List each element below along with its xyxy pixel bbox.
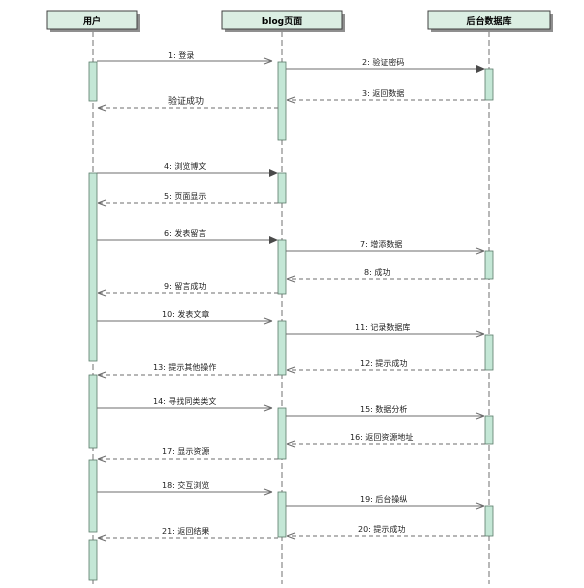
message-20-label: 20: 提示成功 xyxy=(358,524,405,534)
activation-blog xyxy=(277,491,287,538)
activation-db xyxy=(484,415,494,445)
message-9-label: 9: 留言成功 xyxy=(164,281,206,291)
message-16: 16: 返回资源地址 xyxy=(286,432,485,448)
message-1-label: 1: 登录 xyxy=(168,50,194,60)
message-13-label: 13: 提示其他操作 xyxy=(153,362,216,372)
message-4: 4: 浏览博文 xyxy=(97,161,278,177)
actor-blog-label: blog页面 xyxy=(262,16,302,27)
message-6: 6: 发表留言 xyxy=(97,228,278,244)
message-15: 15: 数据分析 xyxy=(286,404,485,420)
activation-blog xyxy=(277,320,287,376)
message-21: 21: 返回结果 xyxy=(97,526,278,542)
message-20: 20: 提示成功 xyxy=(286,524,485,540)
message-12: 12: 提示成功 xyxy=(286,358,485,374)
activation-db xyxy=(484,505,494,537)
message-14-label: 14: 寻找同类类文 xyxy=(153,396,216,406)
message-5: 5: 页面显示 xyxy=(97,192,278,207)
message-18-label: 18: 交互浏览 xyxy=(162,480,209,490)
message-8: 8: 成功 xyxy=(286,267,485,283)
activation-db xyxy=(484,250,494,280)
message-17-label: 17: 显示资源 xyxy=(162,446,209,456)
actor-user: 用户 xyxy=(46,10,140,32)
message-verify-success-label: 验证成功 xyxy=(168,95,204,107)
message-10: 10: 发表文章 xyxy=(97,309,273,325)
message-9: 9: 留言成功 xyxy=(97,281,278,297)
message-17: 17: 显示资源 xyxy=(97,446,278,463)
message-4-label: 4: 浏览博文 xyxy=(164,161,206,171)
message-2-label: 2: 验证密码 xyxy=(362,57,404,67)
activation-user xyxy=(88,374,98,449)
message-11-label: 11: 记录数据库 xyxy=(355,322,410,332)
activation-user xyxy=(88,172,98,362)
actor-user-label: 用户 xyxy=(82,15,101,27)
message-6-label: 6: 发表留言 xyxy=(164,228,206,238)
message-verify-success: 验证成功 xyxy=(97,95,278,112)
activation-db xyxy=(484,68,494,101)
message-12-label: 12: 提示成功 xyxy=(360,358,407,368)
activation-blog xyxy=(277,172,287,204)
message-10-label: 10: 发表文章 xyxy=(162,309,209,319)
actor-blog: blog页面 xyxy=(221,10,345,32)
message-3-label: 3: 返回数据 xyxy=(362,88,404,98)
message-5-label: 5: 页面显示 xyxy=(164,192,206,201)
message-18: 18: 交互浏览 xyxy=(97,480,273,496)
message-13: 13: 提示其他操作 xyxy=(97,362,278,379)
message-16-label: 16: 返回资源地址 xyxy=(350,432,413,442)
message-3: 3: 返回数据 xyxy=(286,88,485,104)
activation-user xyxy=(88,61,98,102)
message-19: 19: 后台操纵 xyxy=(286,494,485,510)
activation-user xyxy=(88,459,98,533)
activation-blog xyxy=(277,61,287,141)
message-11: 11: 记录数据库 xyxy=(286,322,485,338)
message-7-label: 7: 增添数据 xyxy=(360,239,402,249)
actor-db-label: 后台数据库 xyxy=(466,15,511,27)
message-21-label: 21: 返回结果 xyxy=(162,526,209,536)
actor-db: 后台数据库 xyxy=(427,10,553,32)
message-15-label: 15: 数据分析 xyxy=(360,404,407,414)
activation-blog xyxy=(277,239,287,295)
activation-db xyxy=(484,334,494,371)
message-19-label: 19: 后台操纵 xyxy=(360,494,407,504)
message-1: 1: 登录 xyxy=(97,50,273,65)
message-7: 7: 增添数据 xyxy=(286,239,485,255)
activation-blog xyxy=(277,407,287,460)
message-8-label: 8: 成功 xyxy=(364,267,390,277)
message-14: 14: 寻找同类类文 xyxy=(97,396,273,412)
message-2: 2: 验证密码 xyxy=(286,57,485,73)
activation-user xyxy=(88,539,98,581)
